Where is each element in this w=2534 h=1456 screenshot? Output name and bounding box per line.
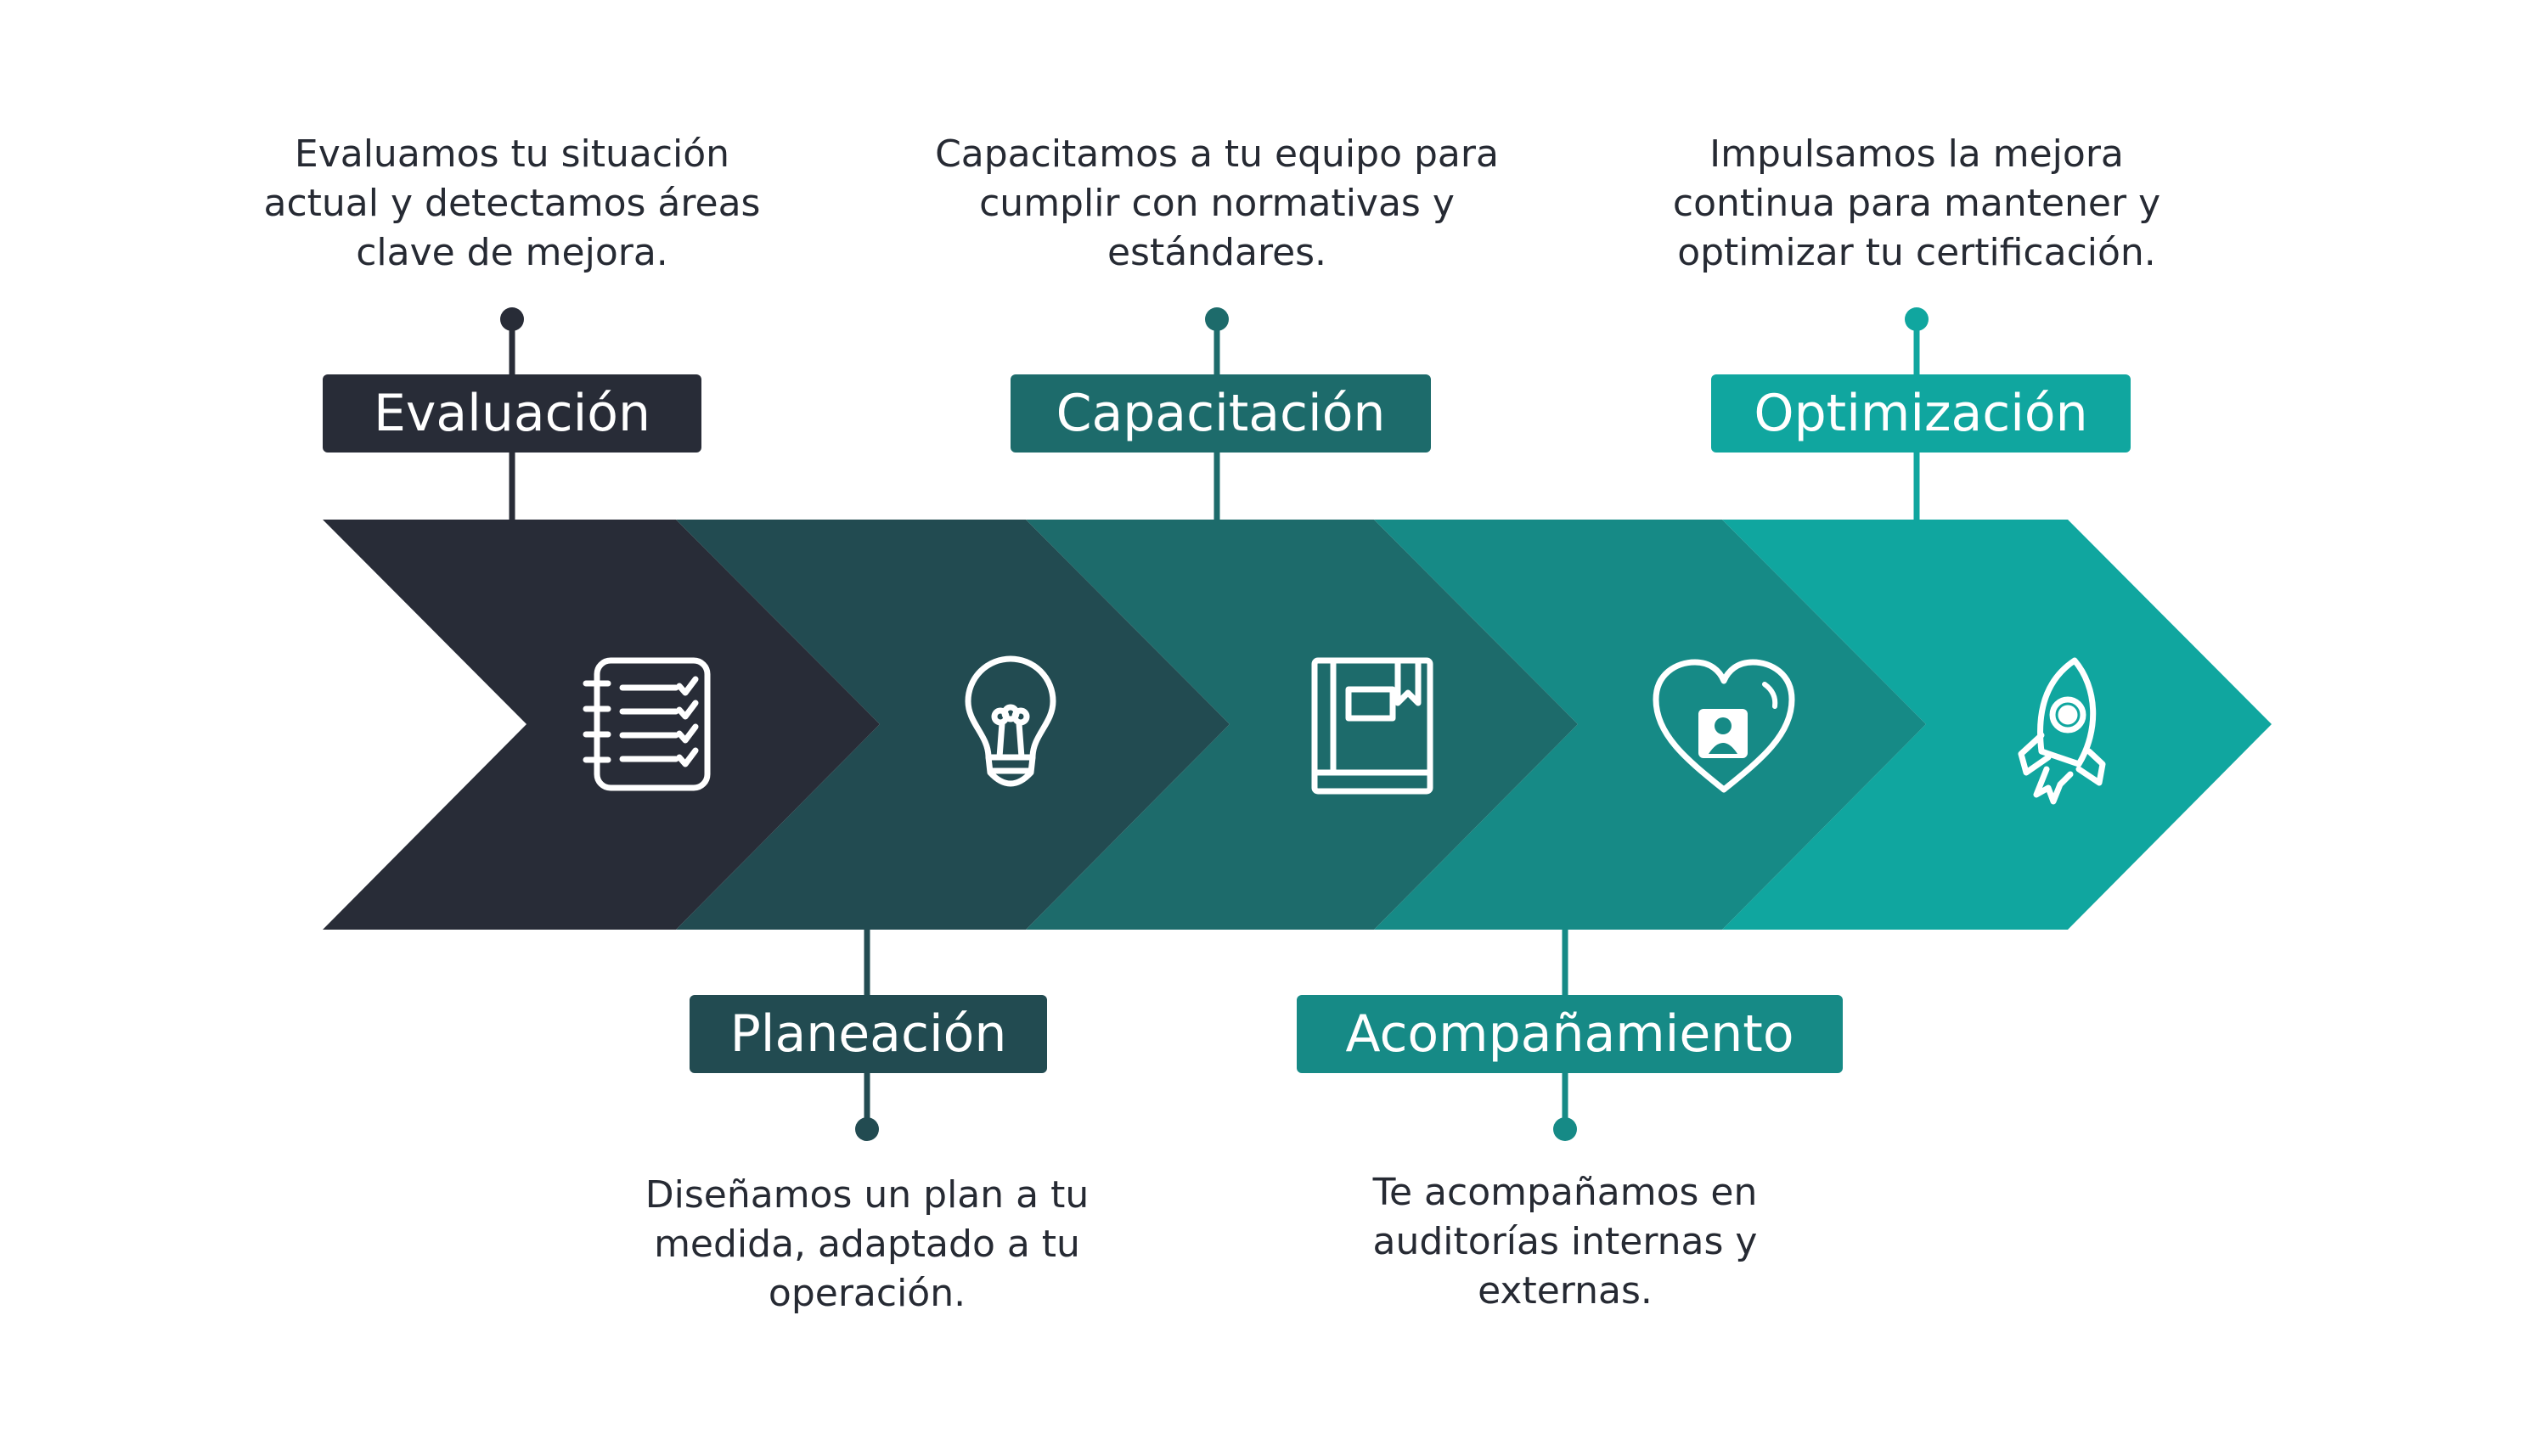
dot-evaluacion [500,307,524,331]
step-description-capacitacion: Capacitamos a tu equipo para cumplir con… [935,132,1499,274]
connector-dots [500,307,1929,1141]
heart-person-icon [1653,659,1795,793]
lightbulb-icon [965,655,1056,787]
dot-optimizacion [1905,307,1929,331]
chevron-capacitacion [1026,520,1578,930]
step-title-acompanamiento: Acompañamiento [1297,995,1843,1073]
step-title-capacitacion: Capacitación [1011,374,1431,453]
step-description-optimizacion: Impulsamos la mejora continua para mante… [1672,132,2161,274]
step-description-planeacion: Diseñamos un plan a tu medida, adaptado … [645,1173,1090,1315]
chevron-optimizacion [1722,520,2272,930]
step-title-planeacion: Planeación [690,995,1047,1073]
step-title-optimizacion: Optimización [1711,374,2131,453]
dot-capacitacion [1205,307,1229,331]
book-icon [1311,657,1433,795]
step-title-evaluacion: Evaluación [323,374,701,453]
dot-acompanamiento [1553,1117,1577,1141]
step-description-acompanamiento: Te acompañamos en auditorías internas y … [1372,1171,1758,1313]
chevron-acompanamiento [1374,520,1926,930]
chevron-planeacion [676,520,1230,930]
dot-planeacion [855,1117,879,1141]
chevron-arrow [323,520,2272,930]
chevron-evaluacion [323,520,880,930]
step-description-evaluacion: Evaluamos tu situación actual y detectam… [263,132,761,274]
checklist-icon [583,657,711,791]
rocket-icon [2018,657,2106,805]
